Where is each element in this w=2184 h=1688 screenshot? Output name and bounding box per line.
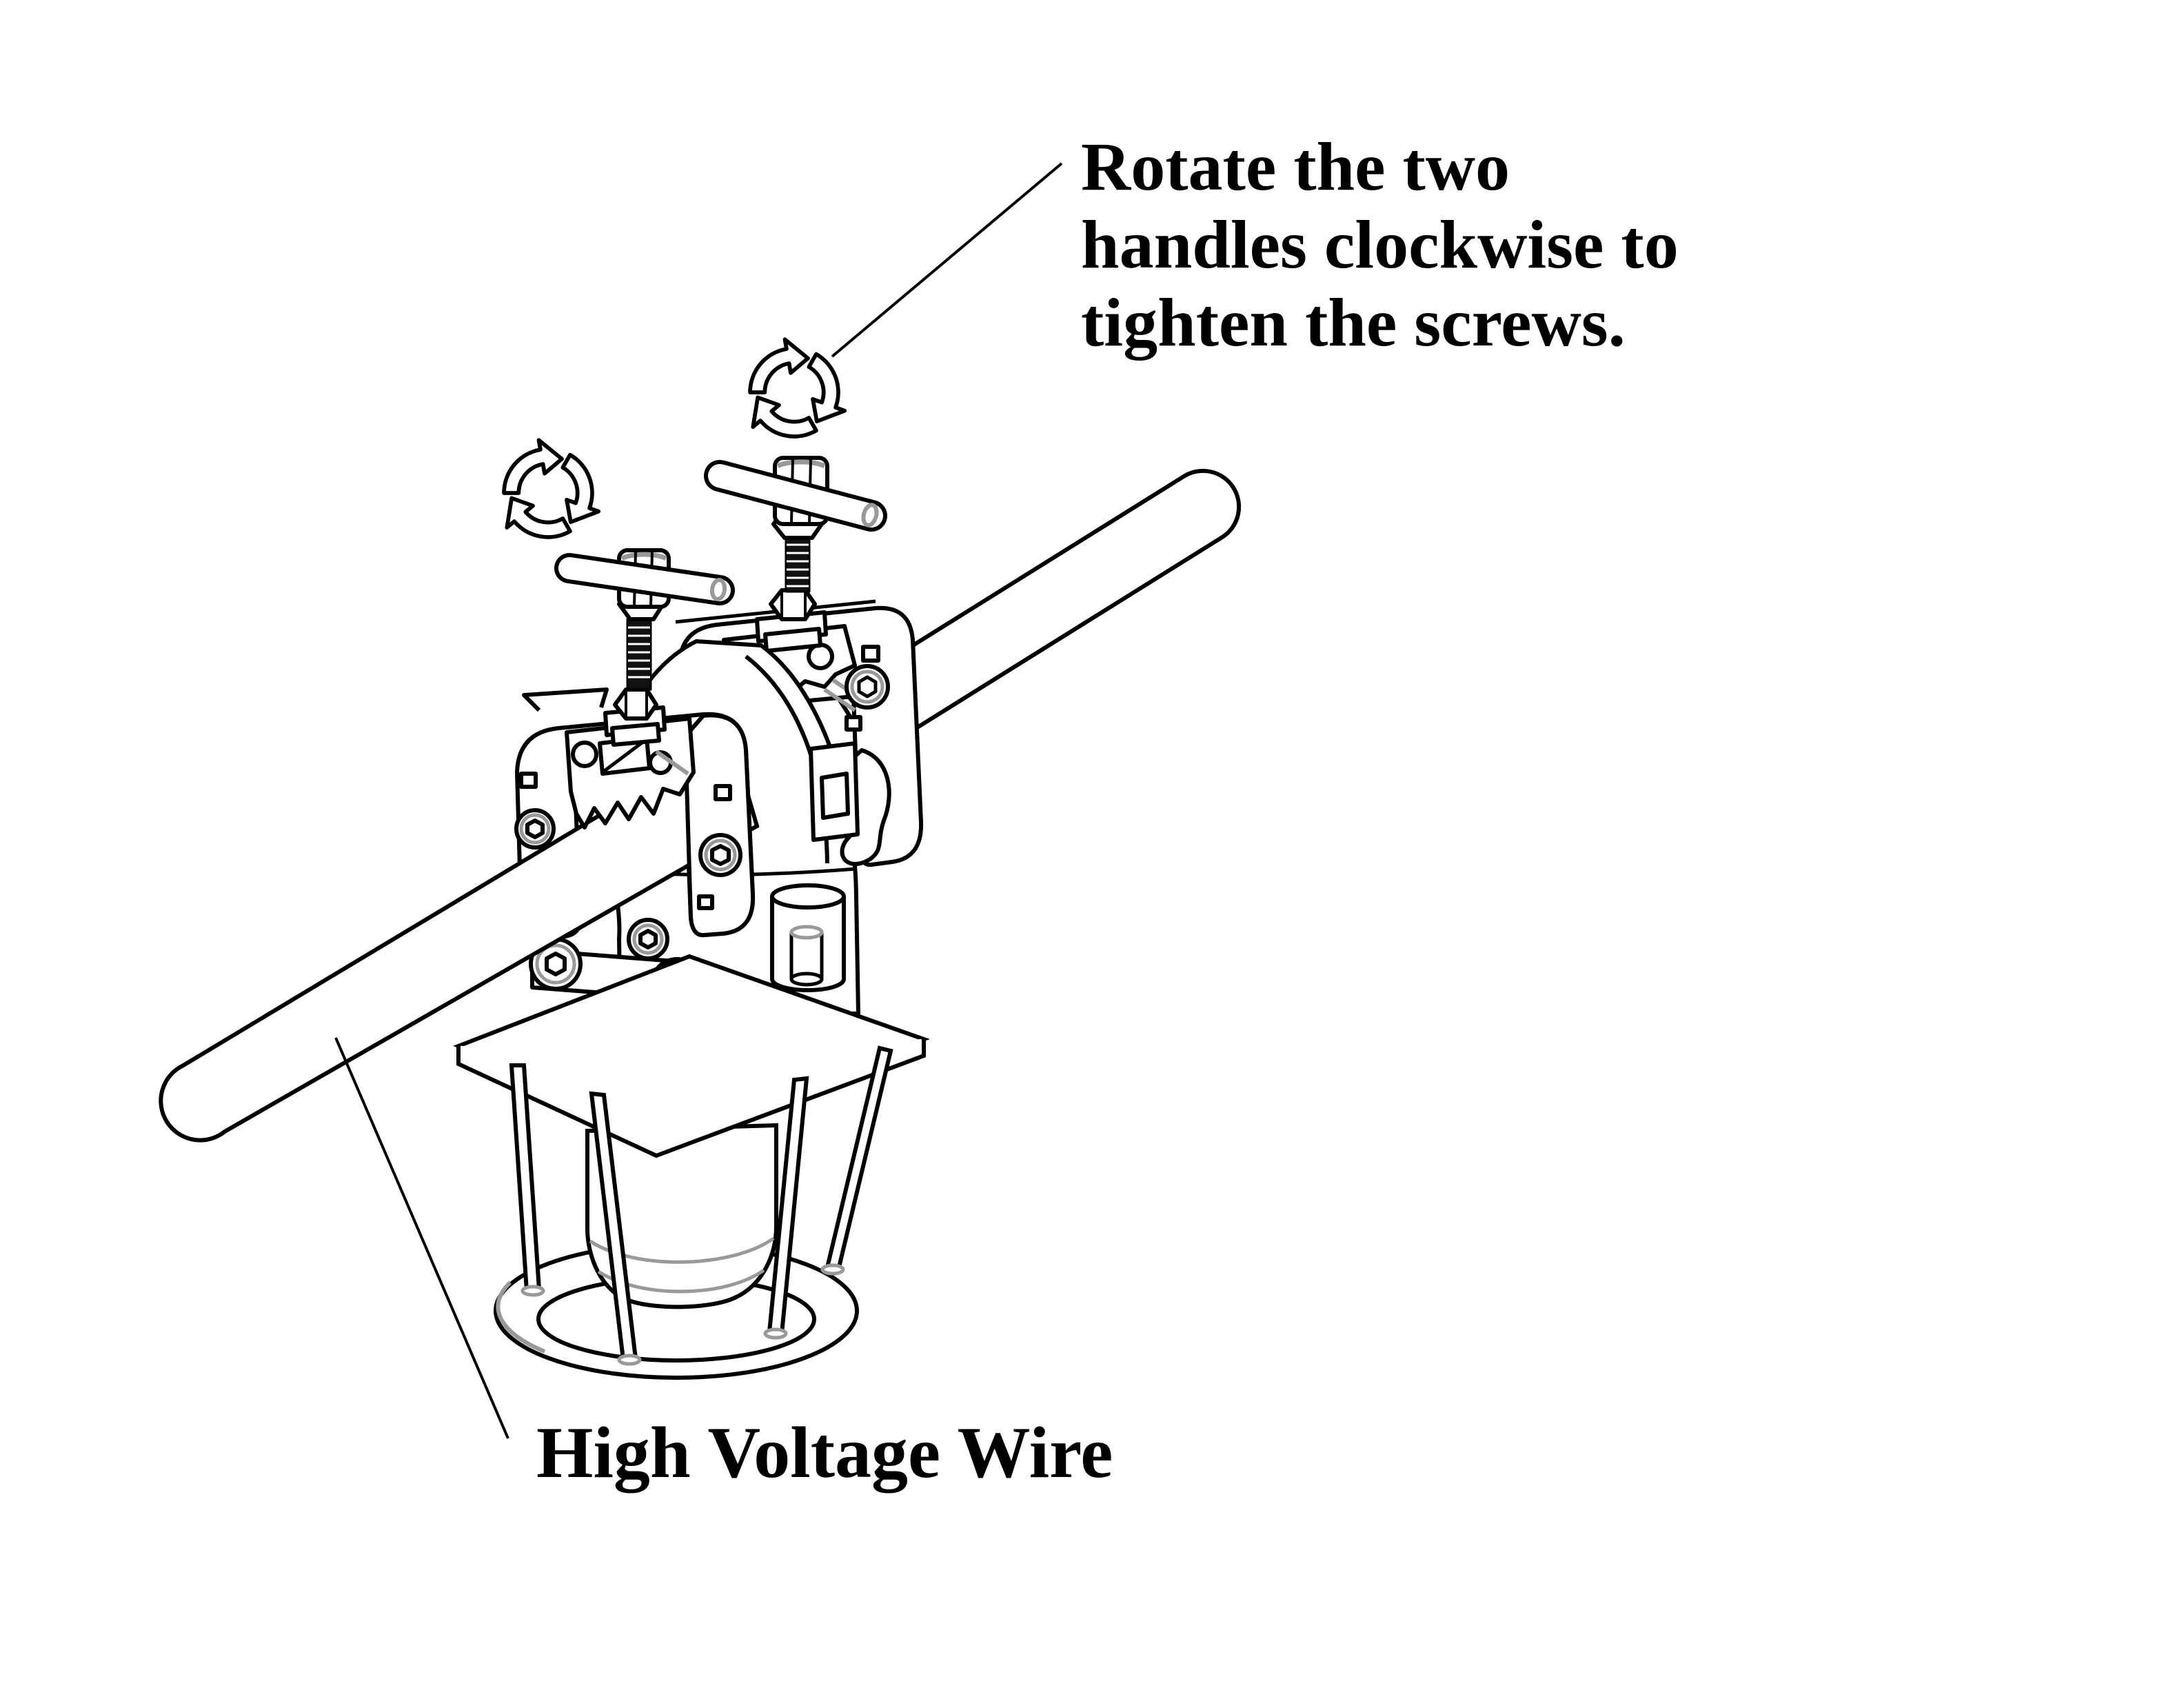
mounting-plate xyxy=(453,954,930,1158)
left-jaw-hole xyxy=(571,741,598,768)
bar-bolt xyxy=(627,918,669,961)
left-screw-saddle xyxy=(610,722,661,747)
right-screw-threaded-rod xyxy=(785,535,811,593)
cage-legs xyxy=(509,1045,893,1366)
right-screw-saddle xyxy=(763,627,822,653)
leg-foot xyxy=(763,1327,788,1340)
rotate-note-line-2: handles clockwise to xyxy=(1081,206,1679,283)
right-frame-square-hole xyxy=(845,715,862,732)
bar-bolt xyxy=(529,937,583,991)
cup-stud xyxy=(789,925,824,987)
left-frame-square-hole xyxy=(714,784,732,801)
bucket xyxy=(585,1123,778,1309)
rotate-instruction-note: Rotate the two handles clockwise to tigh… xyxy=(1081,128,1696,361)
left-screw-threaded-rod xyxy=(626,618,652,691)
left-frame-bolt xyxy=(698,833,742,877)
leg-foot xyxy=(520,1285,545,1297)
left-clamp-front xyxy=(514,548,756,938)
right-screw-lower-nut xyxy=(769,588,817,621)
wire-label-leader-line xyxy=(334,1037,509,1439)
leg-foot xyxy=(820,1263,845,1276)
ring-accent xyxy=(496,1280,546,1354)
rotate-note-line-3: tighten the screws. xyxy=(1081,284,1626,361)
right-frame-bolt xyxy=(845,664,890,710)
rotate-note-leader-line xyxy=(831,162,1063,358)
high-voltage-wire-upper-segment xyxy=(832,468,1242,758)
leg-foot xyxy=(617,1354,642,1366)
left-screw-lower-nut xyxy=(613,687,658,721)
slot-bracket-hole xyxy=(820,772,850,820)
rotate-note-line-1: Rotate the two xyxy=(1081,128,1510,205)
high-voltage-wire xyxy=(159,733,760,1143)
wire-label: High Voltage Wire xyxy=(536,1412,1113,1493)
lamp-cage xyxy=(453,954,930,1380)
left-clamp-back-flange xyxy=(522,687,609,712)
side-cup xyxy=(770,883,846,992)
right-frame-square-hole xyxy=(861,645,880,663)
left-frame-square-hole xyxy=(519,772,538,789)
left-clamp-right-arm xyxy=(683,713,756,938)
left-t-handle xyxy=(554,553,735,605)
left-clamp-jaw xyxy=(565,716,696,830)
left-frame-square-hole xyxy=(697,894,714,910)
left-frame-bolt xyxy=(514,808,556,850)
right-t-handle xyxy=(704,460,887,532)
